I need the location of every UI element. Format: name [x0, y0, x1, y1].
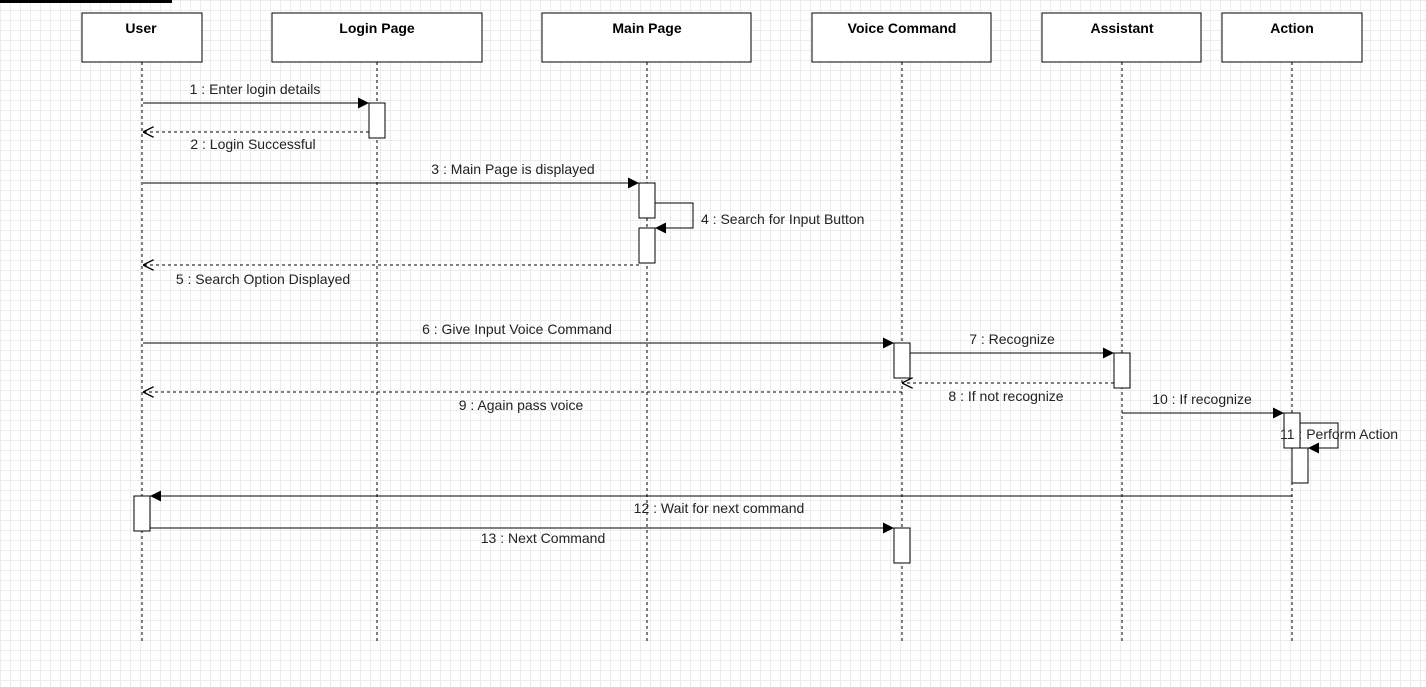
message-5: 5 : Search Option Displayed — [143, 265, 639, 287]
message-label-11: 11 : Perform Action — [1280, 426, 1398, 442]
message-label-4: 4 : Search for Input Button — [701, 211, 864, 227]
message-label-12: 12 : Wait for next command — [634, 500, 805, 516]
message-label-13: 13 : Next Command — [481, 530, 606, 546]
message-label-10: 10 : If recognize — [1152, 391, 1252, 407]
message-10: 10 : If recognize — [1122, 391, 1284, 419]
lifeline-action: Action — [1221, 12, 1363, 642]
activation-user — [133, 495, 151, 532]
message-label-1: 1 : Enter login details — [190, 81, 321, 97]
activation-voice-command-1 — [893, 342, 911, 379]
message-label-6: 6 : Give Input Voice Command — [422, 321, 612, 337]
lifeline-assistant: Assistant — [1041, 12, 1202, 642]
message-7: 7 : Recognize — [910, 331, 1114, 359]
lifeline-label-login-page: Login Page — [339, 20, 415, 36]
lifeline-label-user: User — [125, 20, 157, 36]
lifeline-voice-command: Voice Command — [811, 12, 992, 642]
message-6: 6 : Give Input Voice Command — [143, 321, 894, 349]
message-label-9: 9 : Again pass voice — [459, 397, 584, 413]
message-12: 12 : Wait for next command — [150, 490, 1292, 516]
message-8: 8 : If not recognize — [902, 383, 1114, 404]
lifeline-login-page: Login Page — [271, 12, 483, 642]
activation-assistant — [1113, 352, 1131, 389]
activation-main-page-1 — [638, 182, 656, 219]
lifeline-label-main-page: Main Page — [612, 20, 681, 36]
message-9: 9 : Again pass voice — [143, 392, 902, 413]
message-4: 4 : Search for Input Button — [655, 202, 864, 234]
message-13: 13 : Next Command — [150, 522, 894, 546]
message-label-5: 5 : Search Option Displayed — [176, 271, 350, 287]
message-3: 3 : Main Page is displayed — [143, 161, 639, 189]
lifeline-main-page: Main Page — [541, 12, 752, 642]
activation-voice-command-2 — [893, 527, 911, 564]
lifeline-label-assistant: Assistant — [1090, 20, 1153, 36]
lifeline-label-action: Action — [1270, 20, 1314, 36]
activation-main-page-2 — [638, 227, 656, 264]
lifeline-user: User — [81, 12, 203, 642]
message-label-7: 7 : Recognize — [969, 331, 1055, 347]
message-2: 2 : Login Successful — [143, 132, 369, 152]
message-label-2: 2 : Login Successful — [190, 136, 315, 152]
message-11: 11 : Perform Action — [1280, 422, 1398, 454]
lifeline-label-voice-command: Voice Command — [848, 20, 957, 36]
top-left-rule — [0, 0, 172, 3]
message-1: 1 : Enter login details — [143, 81, 369, 109]
message-label-8: 8 : If not recognize — [948, 388, 1063, 404]
activation-action-2 — [1291, 447, 1309, 484]
activation-login-page — [368, 102, 386, 139]
message-label-3: 3 : Main Page is displayed — [431, 161, 594, 177]
